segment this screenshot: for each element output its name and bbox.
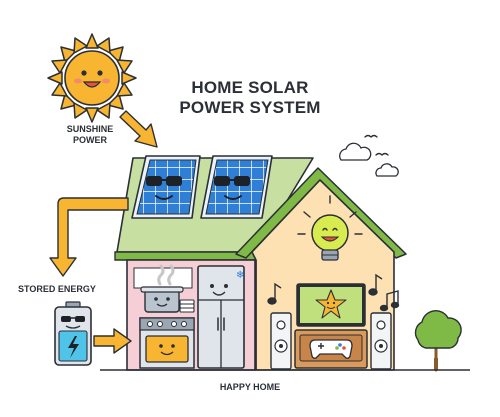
solar-panel-icon	[131, 155, 201, 219]
happy-home-label: HAPPY HOME	[219, 382, 281, 392]
arrow-sun-to-panels	[119, 110, 158, 148]
svg-text:❄: ❄	[236, 270, 244, 281]
tv-icon	[296, 283, 366, 327]
solar-panel-icon	[200, 155, 273, 219]
cloud-icon	[339, 142, 399, 177]
music-note-icon	[267, 273, 400, 312]
stored-energy-label: STORED ENERGY	[18, 284, 96, 294]
bird-icon	[364, 134, 389, 156]
pot-icon	[140, 264, 184, 313]
arrow-panels-to-battery	[49, 197, 129, 277]
ground	[100, 260, 470, 371]
oven-icon	[139, 317, 195, 369]
sun-icon	[47, 33, 137, 123]
light-bulb-icon	[297, 195, 363, 261]
sunshine-label-line-2: POWER	[72, 135, 107, 145]
title-line-1: HOME SOLAR	[191, 78, 309, 97]
game-controller-icon	[309, 339, 353, 359]
speaker-icon	[270, 312, 292, 370]
battery-icon	[54, 301, 92, 366]
page-title: HOME SOLAR POWER SYSTEM	[150, 78, 350, 118]
sunshine-power-label: SUNSHINE POWER	[55, 124, 125, 146]
fridge-icon: ❄	[197, 265, 245, 369]
title-line-2: POWER SYSTEM	[179, 98, 321, 117]
speaker-icon	[370, 312, 392, 370]
tree-icon	[414, 310, 462, 372]
plates	[179, 299, 195, 313]
arrow-battery-to-house	[93, 328, 132, 354]
sunshine-label-line-1: SUNSHINE	[66, 124, 114, 134]
